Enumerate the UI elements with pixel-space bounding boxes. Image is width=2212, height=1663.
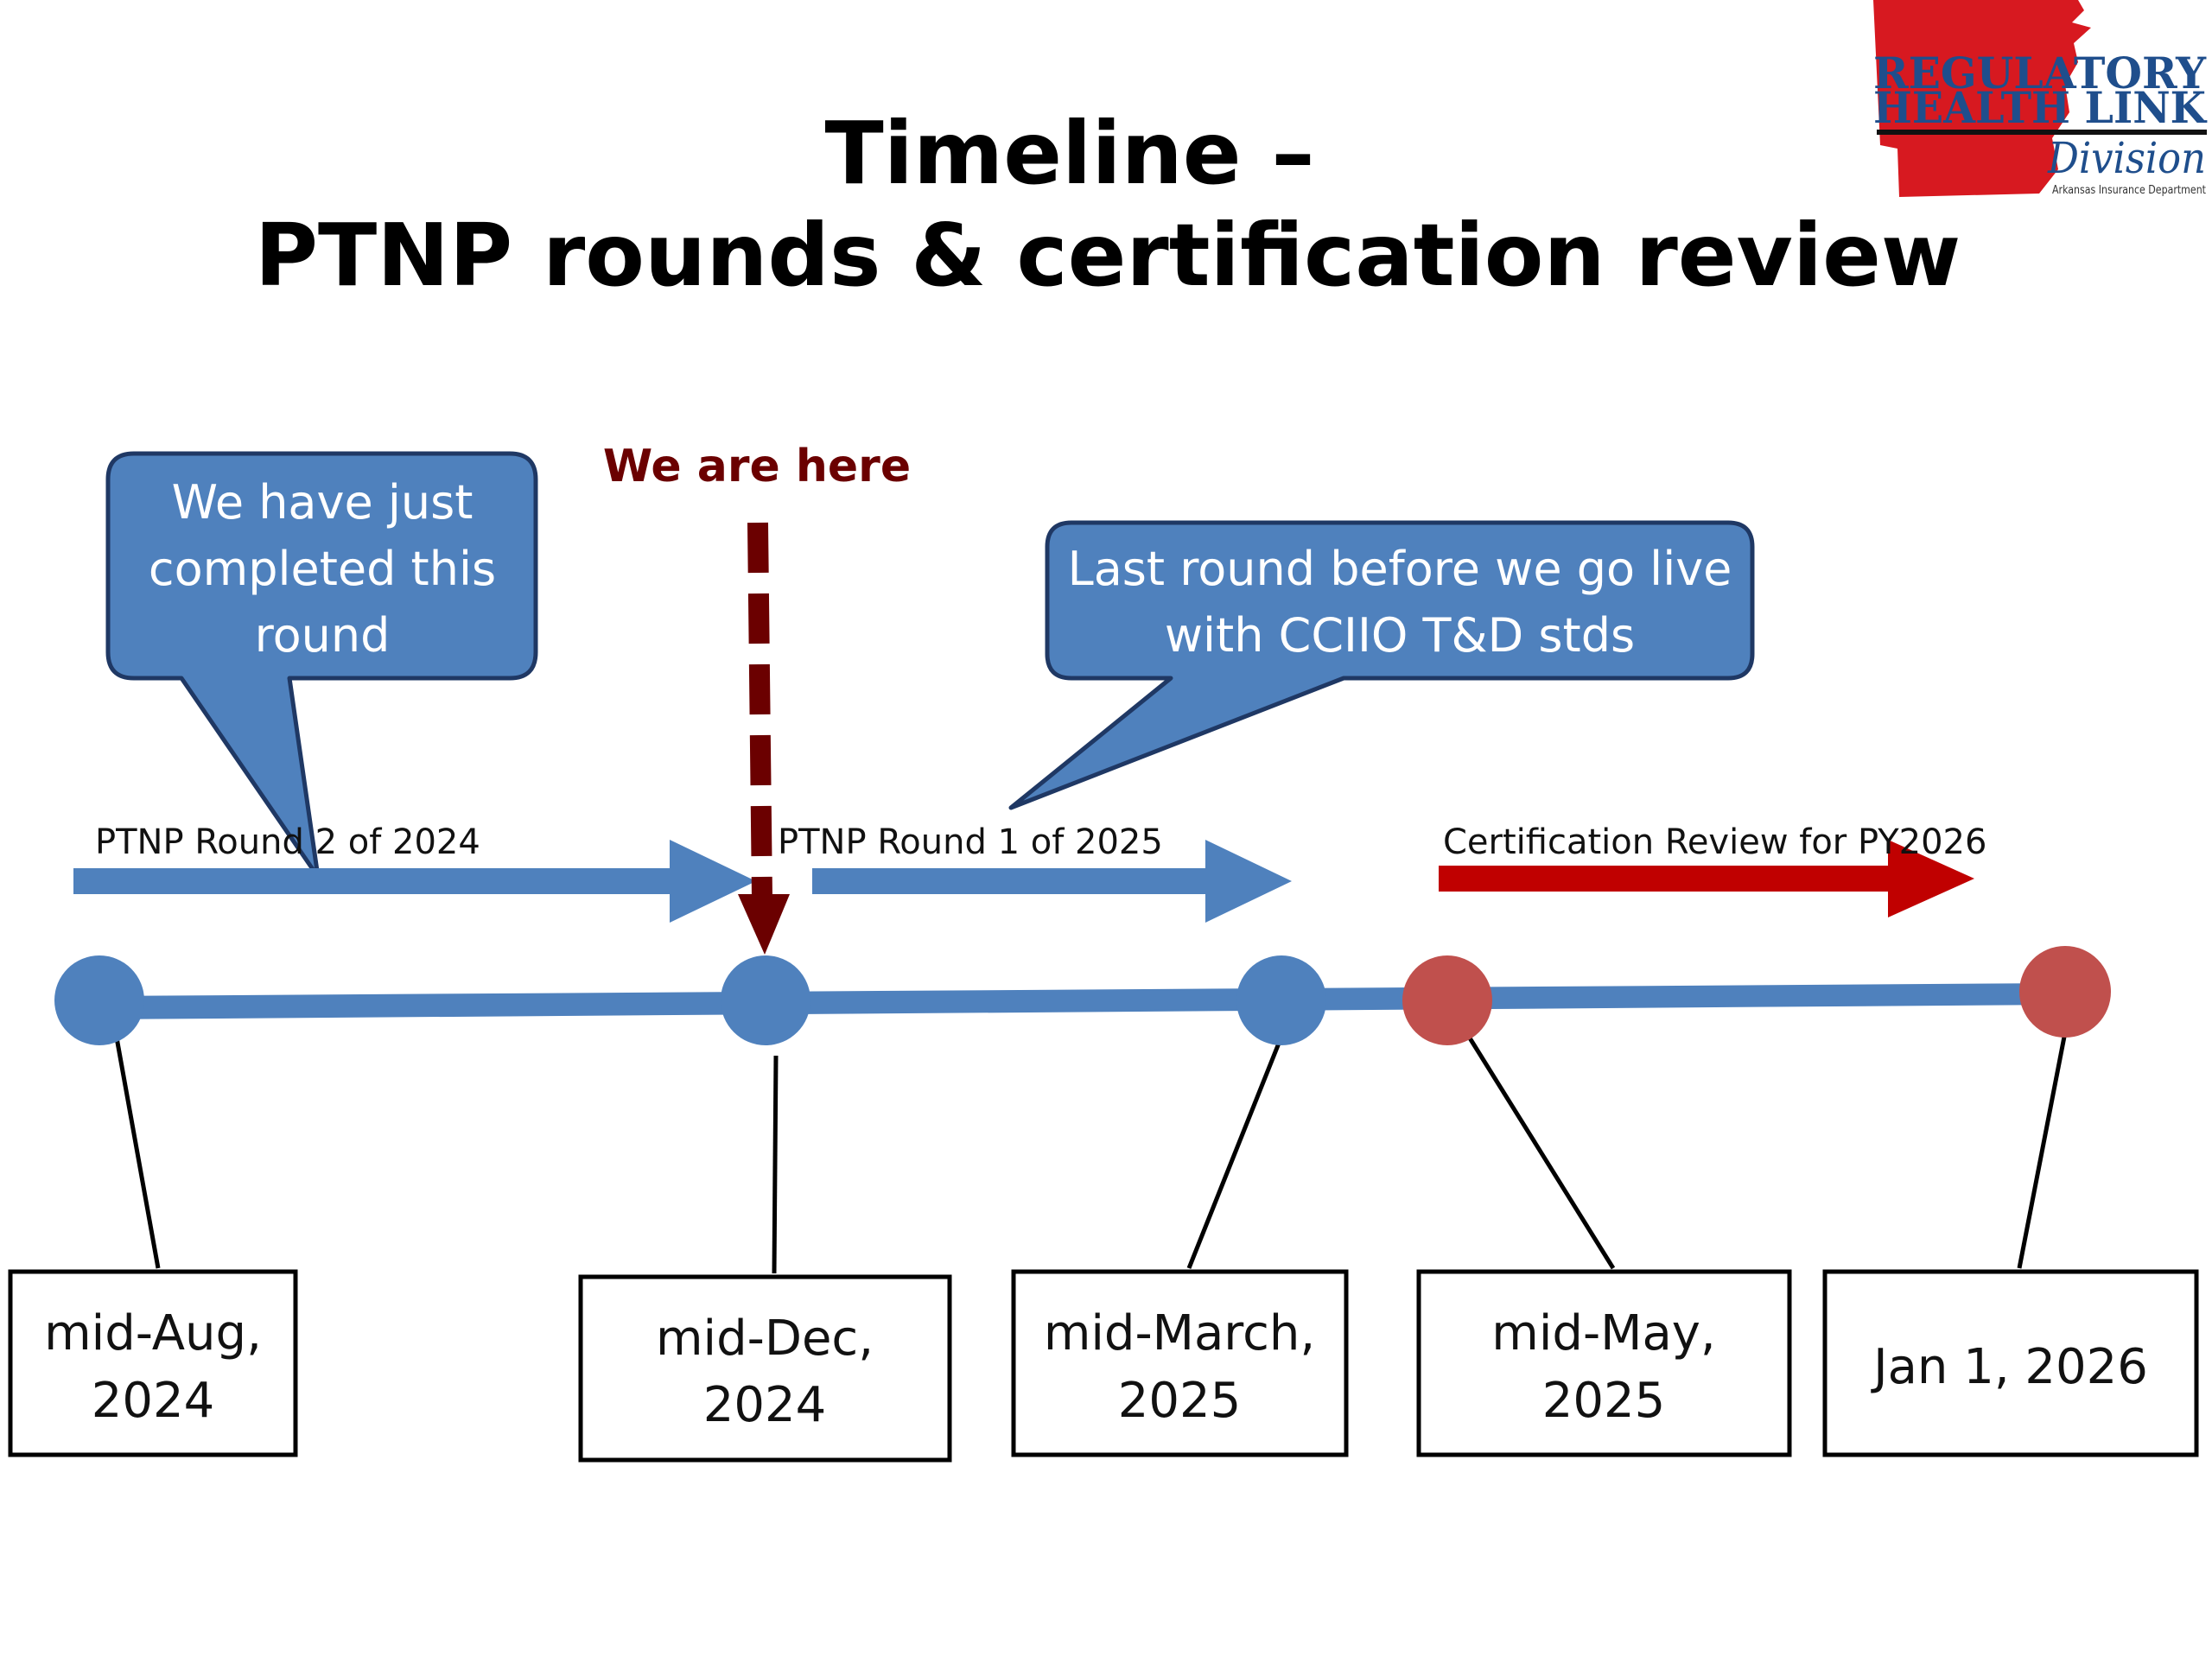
milestone-dot bbox=[721, 955, 810, 1045]
milestone-date-line: mid-Aug, bbox=[44, 1305, 262, 1362]
logo-line-1: REGULATORY bbox=[1873, 48, 2207, 98]
callout-last-round: Last round before we go live with CCIIO … bbox=[1008, 520, 1755, 810]
logo-arkansas-shape bbox=[1873, 0, 2091, 197]
milestone-date-line: 2025 bbox=[1542, 1373, 1666, 1429]
callout-completed-round: We have just completed this round bbox=[105, 451, 538, 879]
milestone-date-line: mid-Dec, bbox=[656, 1311, 874, 1367]
callout-line: with CCIIO T&D stds bbox=[1165, 608, 1635, 663]
milestone-mid-may-2025: mid-May, 2025 bbox=[1402, 955, 1792, 1457]
milestone-mid-march-2025: mid-March, 2025 bbox=[1011, 955, 1349, 1457]
callout-bubble bbox=[1008, 520, 1755, 810]
marker-arrowhead bbox=[738, 894, 790, 955]
milestone-date-box bbox=[8, 1269, 298, 1457]
milestone-mid-aug-2024: mid-Aug, 2024 bbox=[8, 955, 298, 1457]
slide-title-line-1: Timeline – bbox=[825, 103, 1315, 204]
milestone-dot bbox=[1402, 955, 1492, 1045]
milestone-leader-line bbox=[1466, 1035, 1616, 1270]
timeline-bar bbox=[99, 983, 2065, 1019]
marker-dashed-arrow bbox=[747, 522, 772, 899]
callout-line: completed this bbox=[149, 542, 496, 596]
milestone-date-box bbox=[1416, 1269, 1792, 1457]
milestone-jan-1-2026: Jan 1, 2026 bbox=[1822, 946, 2199, 1457]
milestone-date-line: mid-March, bbox=[1044, 1305, 1315, 1362]
logo-line-2: HEALTH LINK bbox=[1873, 82, 2207, 133]
milestone-date-line: 2024 bbox=[703, 1377, 827, 1433]
milestone-date-line: Jan 1, 2026 bbox=[1871, 1339, 2148, 1395]
milestone-date-line: 2025 bbox=[1118, 1373, 1242, 1429]
logo-line-4: Arkansas Insurance Department bbox=[2052, 184, 2206, 197]
phase-arrow bbox=[1439, 840, 1974, 917]
milestone-dot bbox=[2019, 946, 2111, 1038]
phase-certification-review-py2026: Certification Review for PY2026 bbox=[1439, 822, 1986, 917]
regulatory-health-link-logo: REGULATORY HEALTH LINK Division Arkansas… bbox=[1873, 0, 2207, 197]
callout-line: round bbox=[255, 608, 391, 663]
phase-ptnp-round-2-2024: PTNP Round 2 of 2024 bbox=[73, 822, 756, 923]
callout-line: We have just bbox=[172, 475, 474, 530]
logo-divider bbox=[1877, 130, 2207, 135]
phase-label: Certification Review for PY2026 bbox=[1443, 822, 1986, 862]
milestone-date-box bbox=[1822, 1269, 2199, 1457]
slide-title-line-2: PTNP rounds & certification review bbox=[255, 205, 1961, 306]
callout-line: Last round before we go live bbox=[1068, 542, 1732, 596]
we-are-here-marker: We are here bbox=[603, 441, 911, 955]
milestone-leader-line bbox=[1186, 1031, 1286, 1269]
milestone-dot bbox=[1236, 955, 1326, 1045]
phase-label: PTNP Round 2 of 2024 bbox=[95, 822, 480, 862]
milestone-leader-line bbox=[112, 1027, 161, 1269]
logo-line-3: Division bbox=[2047, 133, 2206, 183]
milestone-date-box bbox=[578, 1274, 952, 1463]
phase-arrow bbox=[73, 840, 756, 923]
milestone-mid-dec-2024: mid-Dec, 2024 bbox=[578, 955, 952, 1463]
milestone-date-line: mid-May, bbox=[1491, 1305, 1715, 1362]
phase-arrow bbox=[812, 840, 1292, 923]
milestone-date-line: 2024 bbox=[92, 1373, 215, 1429]
milestone-leader-line bbox=[772, 1055, 779, 1274]
phase-ptnp-round-1-2025: PTNP Round 1 of 2025 bbox=[778, 822, 1292, 923]
phase-label: PTNP Round 1 of 2025 bbox=[778, 822, 1163, 862]
we-are-here-label: We are here bbox=[603, 441, 911, 492]
callout-bubble bbox=[105, 451, 538, 879]
milestone-leader-line bbox=[2017, 1031, 2068, 1269]
milestone-date-box bbox=[1011, 1269, 1349, 1457]
milestone-dot bbox=[54, 955, 144, 1045]
